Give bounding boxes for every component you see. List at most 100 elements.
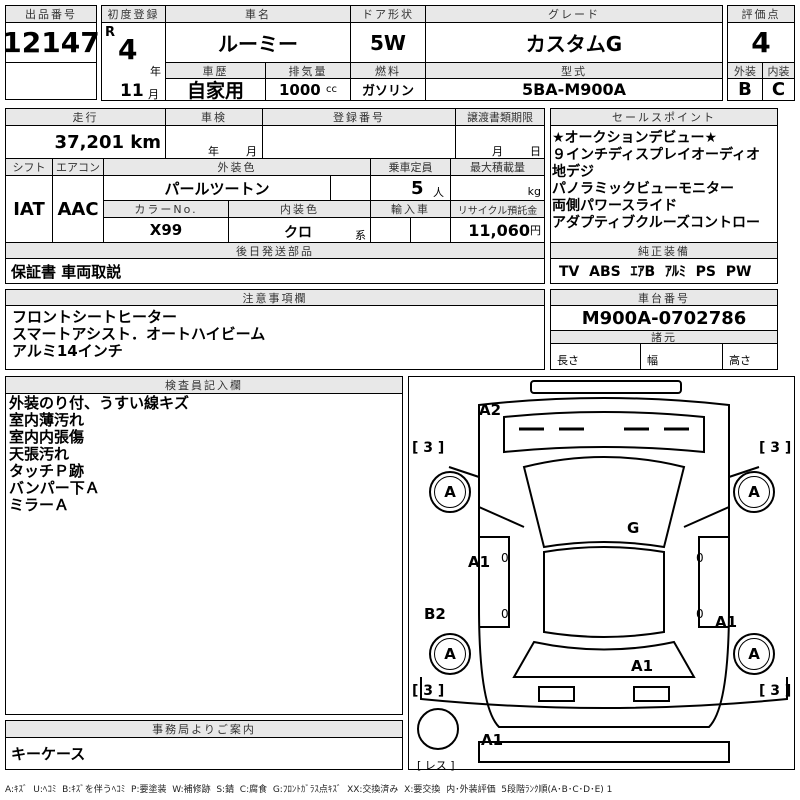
- car-diagram: A2 [ 3 ] [ 3 ] A A G A1 0 0 0 0 B2 A1 A …: [408, 376, 795, 772]
- grade: カスタムG: [425, 22, 723, 63]
- color-no: X99: [103, 217, 229, 243]
- inspector-label: 検査員記入欄: [5, 376, 403, 394]
- mark-zero-2: 0: [696, 551, 704, 565]
- aircon-label: エアコン: [52, 158, 104, 176]
- tire-fl-grade: A: [444, 483, 456, 501]
- fuel: ガソリン: [350, 78, 426, 101]
- max-load-unit: kg: [527, 185, 541, 198]
- reg-no-label: 登録番号: [262, 108, 456, 126]
- inspection-month-unit: 月: [246, 145, 257, 158]
- tire-rl: A: [429, 633, 471, 675]
- transfer-cell: 月日: [455, 125, 545, 159]
- tire-fl: A: [429, 471, 471, 513]
- lot-blank: [5, 62, 97, 100]
- notes: フロントシートヒーター スマートアシスト．オートハイビーム アルミ14インチ: [12, 308, 266, 360]
- mark-zero-1: 0: [501, 551, 509, 565]
- displacement-unit: cc: [325, 84, 337, 95]
- int-color-value: クロ: [284, 225, 312, 241]
- damage-g: G: [627, 519, 640, 537]
- inspection-year-unit: 年: [208, 145, 219, 158]
- notes-box: フロントシートヒーター スマートアシスト．オートハイビーム アルミ14インチ: [5, 305, 545, 370]
- model: 5BA-M900A: [425, 78, 723, 101]
- transfer-month-unit: 月: [492, 145, 503, 158]
- int-color-label: 内装色: [228, 200, 371, 218]
- reg-year: 4: [118, 33, 138, 66]
- tread-rl: [ 3 ]: [412, 683, 445, 699]
- damage-b2: B2: [424, 605, 446, 623]
- chassis-number: M900A-0702786: [550, 305, 778, 331]
- door-type: 5W: [350, 22, 426, 63]
- aircon: AAC: [52, 175, 104, 243]
- tire-rl-grade: A: [444, 645, 456, 663]
- equipment-label: 純正装備: [550, 242, 778, 259]
- door-label: ドア形状: [350, 5, 426, 23]
- fuel-label: 燃料: [350, 62, 426, 79]
- reg-year-unit: 年: [150, 65, 161, 78]
- score: 4: [727, 22, 795, 63]
- color-no-label: カラーNo.: [103, 200, 229, 218]
- ext-color-label: 外装色: [103, 158, 371, 176]
- tread-fr: [ 3 ]: [759, 440, 792, 456]
- damage-a1-left: A1: [468, 553, 491, 571]
- grade-label: グレード: [425, 5, 723, 23]
- transfer-day-unit: 日: [530, 145, 541, 158]
- damage-a2: A2: [479, 401, 502, 419]
- import-cell-1: [370, 217, 411, 243]
- length: 長さ: [550, 343, 641, 370]
- ext-color: パールツートン: [103, 175, 331, 201]
- inspector-box: 外装のり付、うすい線キズ 室内薄汚れ 室内内張傷 天張汚れ タッチＰ跡 バンパー…: [5, 393, 403, 715]
- width: 幅: [640, 343, 723, 370]
- damage-a1-right: A1: [715, 613, 738, 631]
- ext-score-label: 外装: [727, 62, 763, 79]
- office-note: キーケース: [5, 737, 403, 770]
- sales-points-box: ★オークションデビュー★ ９インチディスプレイオーディオ 地デジ パノラミックビ…: [550, 125, 778, 243]
- reg-no: [262, 125, 456, 159]
- reg-cell: R 4 年 11 月: [101, 22, 166, 101]
- reg-month-unit: 月: [148, 88, 159, 101]
- reg-month: 11: [120, 81, 144, 101]
- equipment: TV ABS ｴｱB ｱﾙﾐ PS PW: [550, 258, 778, 284]
- notes-label: 注意事項欄: [5, 289, 545, 306]
- capacity-label: 乗車定員: [370, 158, 451, 176]
- ext-score: B: [727, 78, 763, 101]
- score-label: 評価点: [727, 5, 795, 23]
- displacement: 1000 cc: [265, 78, 351, 101]
- mark-zero-4: 0: [696, 607, 704, 621]
- reg-era: R: [105, 25, 116, 40]
- later-parts: 保証書 車両取説: [5, 258, 545, 284]
- later-parts-label: 後日発送部品: [5, 242, 545, 259]
- car-name-label: 車名: [165, 5, 351, 23]
- int-score: C: [762, 78, 795, 101]
- mileage: 37,201 km: [5, 125, 166, 159]
- reg-label: 初度登録: [101, 5, 166, 23]
- model-label: 型式: [425, 62, 723, 79]
- tread-rr: [ 3 ]: [759, 683, 792, 699]
- recycle-label: リサイクル預託金: [450, 200, 545, 218]
- inspection-cell: 年月: [165, 125, 263, 159]
- office-label: 事務局よりご案内: [5, 720, 403, 738]
- tire-fr: A: [733, 471, 775, 513]
- sales-points-label: セールスポイント: [550, 108, 778, 126]
- mileage-label: 走行: [5, 108, 166, 126]
- height: 高さ: [722, 343, 778, 370]
- inspector-notes: 外装のり付、うすい線キズ 室内薄汚れ 室内内張傷 天張汚れ タッチＰ跡 バンパー…: [9, 394, 190, 514]
- damage-a1-rear: A1: [631, 657, 654, 675]
- chassis-label: 車台番号: [550, 289, 778, 306]
- int-score-label: 内装: [762, 62, 795, 79]
- tire-fr-grade: A: [748, 483, 760, 501]
- ext-color-blank: [330, 175, 371, 201]
- tire-rr: A: [733, 633, 775, 675]
- capacity-unit: 人: [433, 186, 444, 199]
- displacement-label: 排気量: [265, 62, 351, 79]
- lot-label: 出品番号: [5, 5, 97, 23]
- import-cell-2: [410, 217, 451, 243]
- car-name: ルーミー: [165, 22, 351, 63]
- inspection-label: 車検: [165, 108, 263, 126]
- recycle-unit: 円: [530, 224, 541, 237]
- mark-zero-3: 0: [501, 607, 509, 621]
- sales-points: ★オークションデビュー★ ９インチディスプレイオーディオ 地デジ パノラミックビ…: [552, 130, 761, 231]
- tire-rr-grade: A: [748, 645, 760, 663]
- spec-label: 諸元: [550, 330, 778, 344]
